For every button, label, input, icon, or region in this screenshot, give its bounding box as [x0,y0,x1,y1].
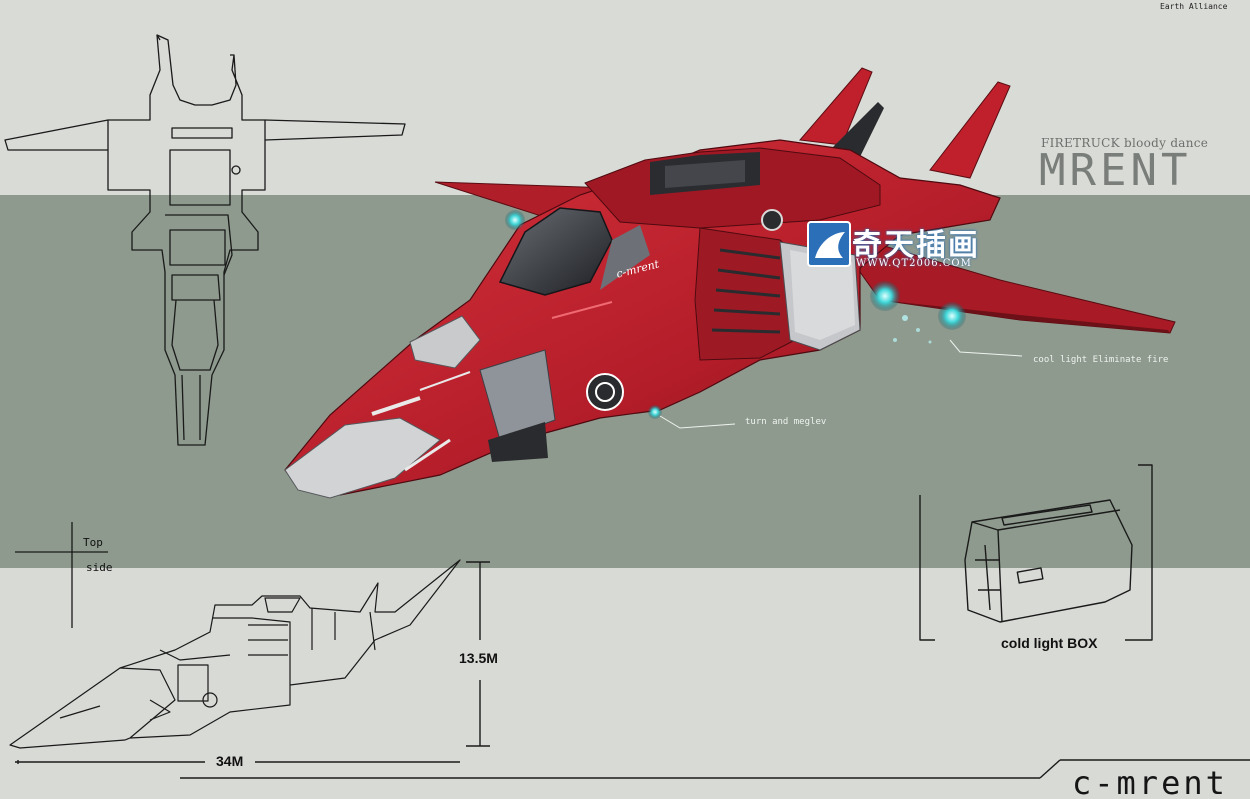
watermark-text: 奇天插画 [852,228,980,263]
watermark-logo-icon [807,221,851,267]
cold-light-box-label: cold light BOX [1001,635,1098,651]
artist-signature: c-mrent [1072,764,1228,799]
earth-alliance-label: Earth Alliance [1160,2,1228,11]
subtitle-firetruck: FIRETRUCK bloody dance [1041,136,1209,150]
watermark-url: WWW.QT2006.COM [856,258,972,269]
title-mrent: MRENT [1039,145,1192,196]
engine-glow-icon [505,210,966,419]
dimension-length: 34M [216,753,244,769]
callout-turn-meglev: turn and meglev [745,417,827,427]
hull-emblem-icon [586,373,624,411]
view-label-top: Top [83,536,103,549]
view-label-side: side [86,561,113,574]
dimension-height: 13.5M [459,650,498,666]
callout-cool-light: cool light Eliminate fire [1033,355,1169,365]
background-top-band [0,0,1250,195]
